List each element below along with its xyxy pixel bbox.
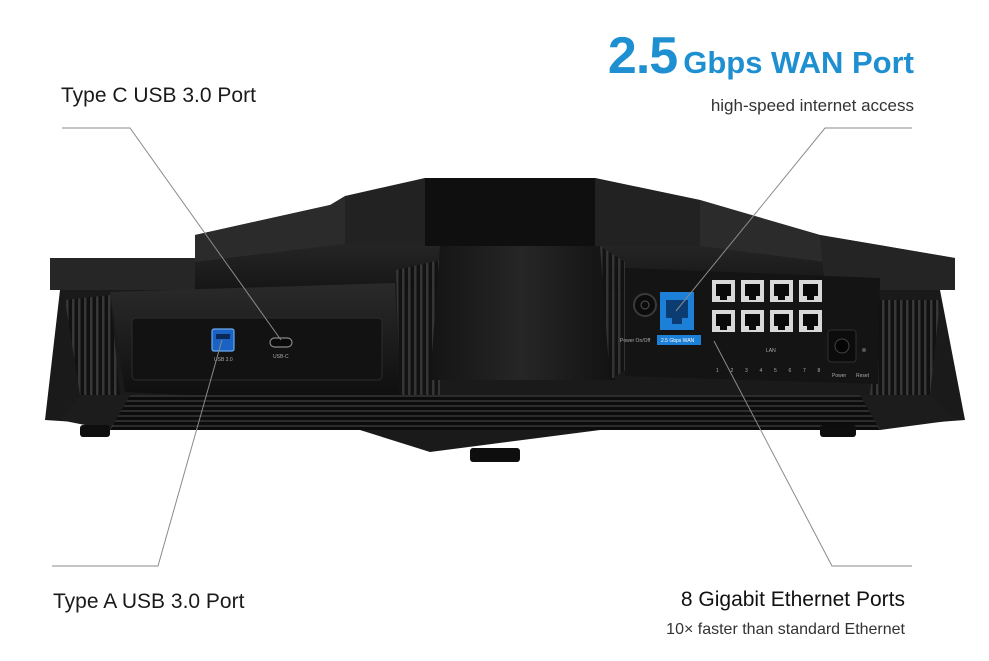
usb-c-callout-title: Type C USB 3.0 Port: [61, 84, 256, 107]
reset-label: Reset: [856, 373, 870, 379]
power-jack: [827, 329, 857, 363]
usb-c-port-label: USB-C: [273, 354, 289, 360]
lan-label: LAN: [766, 348, 776, 354]
power-label: Power On/Off: [620, 338, 651, 344]
router-top-fins: [50, 178, 955, 290]
lan-port-number: 4: [760, 368, 763, 374]
usb-a-leader-line: [52, 339, 223, 567]
lan-port-number: 1: [716, 368, 719, 374]
lan-port-number: 5: [774, 368, 777, 374]
lan-ports: 1 2 3 4 5 6 7 8: [712, 280, 822, 374]
power-jack-label: Power: [832, 373, 847, 379]
ethernet-callout-title: 8 Gigabit Ethernet Ports: [680, 588, 905, 611]
reset-pinhole: [862, 348, 866, 352]
lan-port: [799, 310, 822, 332]
wan-port-label: 2.5 Gbps WAN: [661, 338, 695, 344]
lan-port-number: 8: [818, 368, 821, 374]
lan-port-number: 2: [731, 368, 734, 374]
ethernet-leader-line: [713, 340, 912, 567]
usb-c-port: [269, 337, 293, 348]
lan-port: [712, 280, 735, 302]
ethernet-callout-subtitle: 10× faster than standard Ethernet: [666, 621, 905, 638]
lan-port: [799, 280, 822, 302]
usb-a-port: [211, 328, 235, 352]
ethernet-callout: 8 Gigabit Ethernet Ports 10× faster than…: [666, 588, 905, 639]
usb-a-port-label: USB 3.0: [214, 357, 233, 363]
callout-lines: [52, 127, 912, 567]
wan-leader-line: [675, 127, 912, 312]
lan-port-number: 3: [745, 368, 748, 374]
power-button: [633, 293, 657, 317]
lan-port: [741, 310, 764, 332]
wan-speed-number: 2.5: [607, 27, 678, 85]
wan-title-rest: Gbps WAN Port: [683, 45, 914, 80]
lan-port-number: 6: [789, 368, 792, 374]
lan-port-number: 7: [803, 368, 806, 374]
usb-a-callout-title: Type A USB 3.0 Port: [53, 590, 245, 613]
wan-callout-subtitle: high-speed internet access: [710, 96, 914, 115]
lan-port: [770, 280, 793, 302]
usb-c-leader-line: [62, 127, 282, 341]
lan-port: [741, 280, 764, 302]
lan-port: [712, 310, 735, 332]
wan-port: [660, 292, 694, 330]
lan-port: [770, 310, 793, 332]
